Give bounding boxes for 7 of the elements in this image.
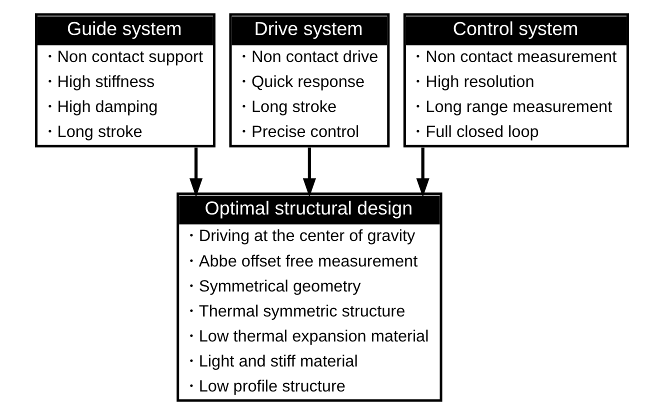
node-box: Guide system ・Non contact support ・High stiffness ・High damping ・Long stroke bbox=[34, 13, 215, 148]
node-box: Drive system ・Non contact drive ・Quick response ・Long stroke ・Precise control bbox=[228, 13, 390, 148]
arrow bbox=[188, 148, 202, 198]
node-box: Control system ・Non contact measurement ・High resolution ・Long range measurement ・Full closed loop bbox=[402, 13, 628, 148]
arrow bbox=[302, 148, 316, 198]
node-box: Optimal structural design ・Driving at the center of gravity ・Abbe offset free measurement ・Symmetrical geometry ・Thermal symmetric structure ・Low thermal expansion material ・Light and stiff material ・Low profile structure bbox=[176, 192, 442, 402]
arrow bbox=[416, 148, 429, 198]
